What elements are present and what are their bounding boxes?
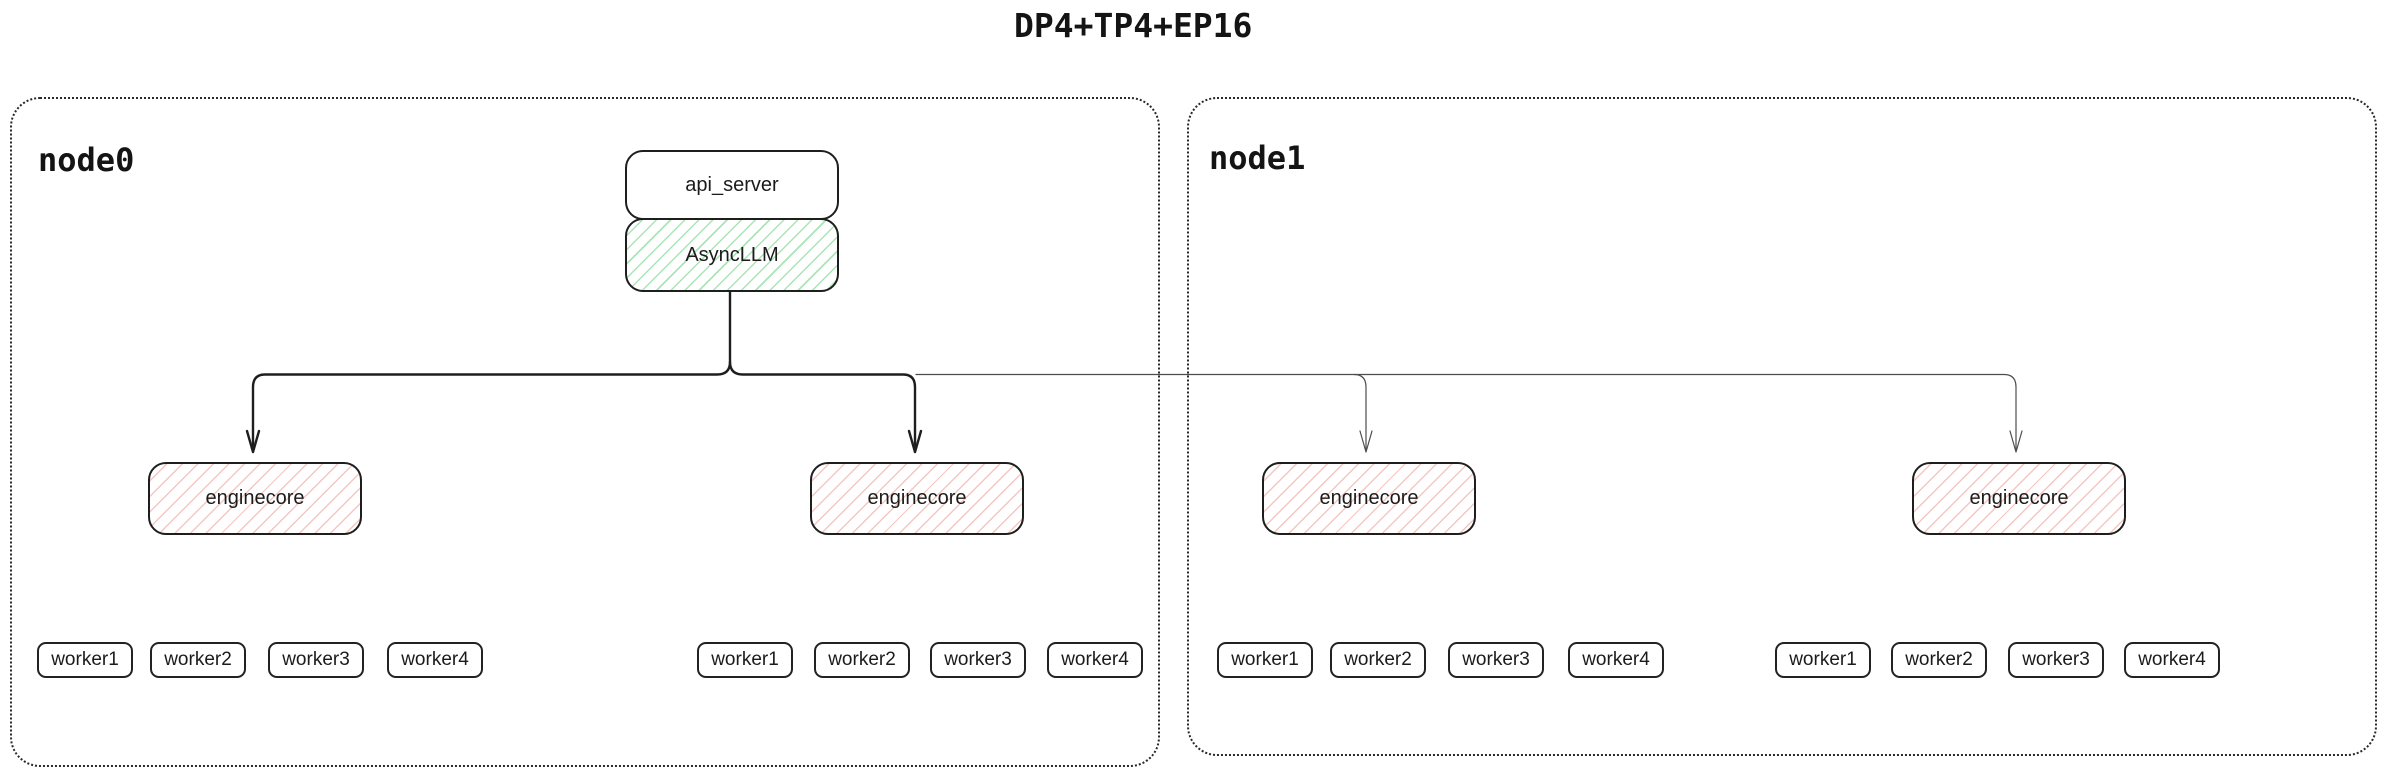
enginecore-label: enginecore (1969, 487, 2069, 509)
asyncllm-label: AsyncLLM (685, 243, 779, 266)
enginecore-box-node1-1: enginecore (1262, 462, 1476, 535)
node1-label: node1 (1209, 139, 1306, 177)
worker-box: worker3 (1448, 642, 1544, 678)
worker-box: worker2 (1330, 642, 1426, 678)
worker-box: worker2 (1891, 642, 1987, 678)
worker-box: worker3 (930, 642, 1026, 678)
api-server-label: api_server (685, 173, 779, 196)
worker-box: worker4 (387, 642, 483, 678)
worker-box: worker3 (2008, 642, 2104, 678)
worker-box: worker2 (150, 642, 246, 678)
diagram-title: DP4+TP4+EP16 (1014, 6, 1253, 45)
worker-box: worker2 (814, 642, 910, 678)
enginecore-label: enginecore (1319, 487, 1419, 509)
worker-box: worker3 (268, 642, 364, 678)
worker-box: worker4 (1047, 642, 1143, 678)
enginecore-box-node0-1: enginecore (148, 462, 362, 535)
worker-box: worker4 (1568, 642, 1664, 678)
worker-box: worker1 (1775, 642, 1871, 678)
enginecore-box-node1-2: enginecore (1912, 462, 2126, 535)
asyncllm-box: AsyncLLM (625, 218, 839, 292)
worker-box: worker1 (697, 642, 793, 678)
enginecore-label: enginecore (867, 487, 967, 509)
worker-box: worker1 (1217, 642, 1313, 678)
api-server-box: api_server (625, 150, 839, 220)
enginecore-label: enginecore (205, 487, 305, 509)
enginecore-box-node0-2: enginecore (810, 462, 1024, 535)
worker-box: worker4 (2124, 642, 2220, 678)
node0-label: node0 (38, 141, 135, 179)
worker-box: worker1 (37, 642, 133, 678)
